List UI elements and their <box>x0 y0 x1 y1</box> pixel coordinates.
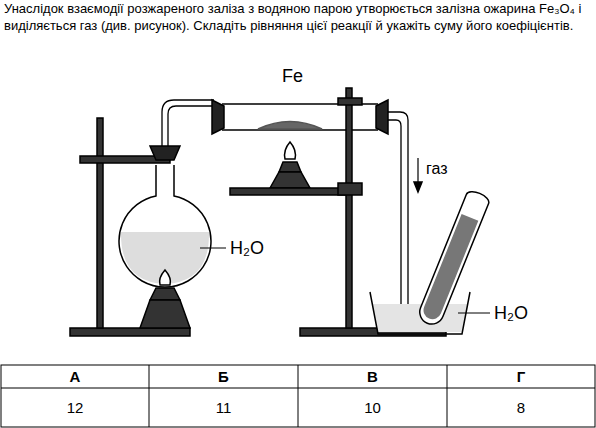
water-label: H₂O <box>230 238 264 259</box>
iron-label: Fe <box>282 66 303 87</box>
water-label: H₂O <box>494 303 528 324</box>
question-text: Унаслідок взаємодії розжареного заліза з… <box>4 0 592 34</box>
table-cell: 11 <box>149 388 298 427</box>
table-header: В <box>298 365 447 388</box>
table-header: Б <box>149 365 298 388</box>
table-header: А <box>1 365 149 388</box>
gas-label: газ <box>426 160 448 178</box>
table-cell: 12 <box>1 388 149 427</box>
table-cell: 8 <box>447 388 595 427</box>
table-header: Г <box>447 365 595 388</box>
table-cell: 10 <box>298 388 447 427</box>
